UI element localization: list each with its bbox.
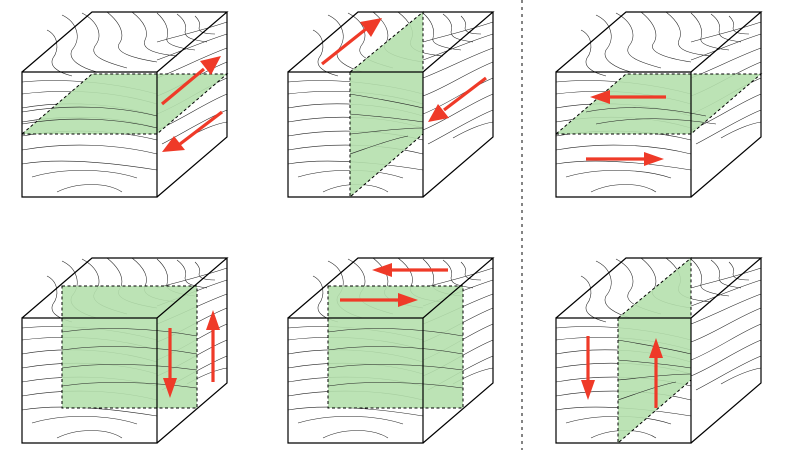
arrow-right bbox=[586, 152, 664, 166]
block-3 bbox=[554, 11, 763, 198]
arrow-down-left bbox=[162, 110, 223, 152]
block-1 bbox=[20, 11, 229, 198]
arrow-up bbox=[206, 310, 220, 382]
block-2 bbox=[287, 10, 494, 199]
arrow-down bbox=[581, 336, 595, 400]
arrow-top-left bbox=[372, 263, 448, 277]
block-4 bbox=[21, 257, 228, 444]
block-2-shear-plane bbox=[349, 10, 424, 199]
arrow-left bbox=[590, 90, 666, 104]
arrow-side-down-left bbox=[428, 76, 487, 122]
block-5 bbox=[287, 257, 494, 444]
arrow-up bbox=[649, 338, 663, 408]
arrow-top-up-right bbox=[321, 18, 382, 66]
block-6 bbox=[555, 256, 762, 445]
arrow-down bbox=[163, 328, 177, 398]
arrow-up-right bbox=[160, 56, 221, 106]
arrow-top-right bbox=[340, 293, 418, 307]
